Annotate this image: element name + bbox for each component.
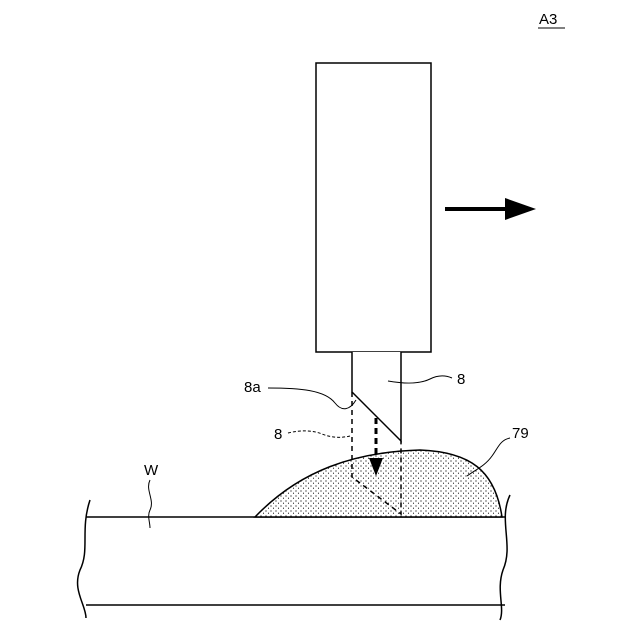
tool-8 [352,352,401,441]
label-8a: 8a [244,379,261,396]
movement-arrow [445,198,536,220]
label-w: W [144,462,159,479]
label-79: 79 [512,425,529,442]
leader-w [149,480,152,528]
leader-8-left [288,431,350,437]
label-8-right: 8 [457,371,465,388]
head-body [316,63,431,352]
figure-id-label: A3 [539,11,557,28]
label-8-left: 8 [274,426,282,443]
leader-8a [268,388,356,409]
